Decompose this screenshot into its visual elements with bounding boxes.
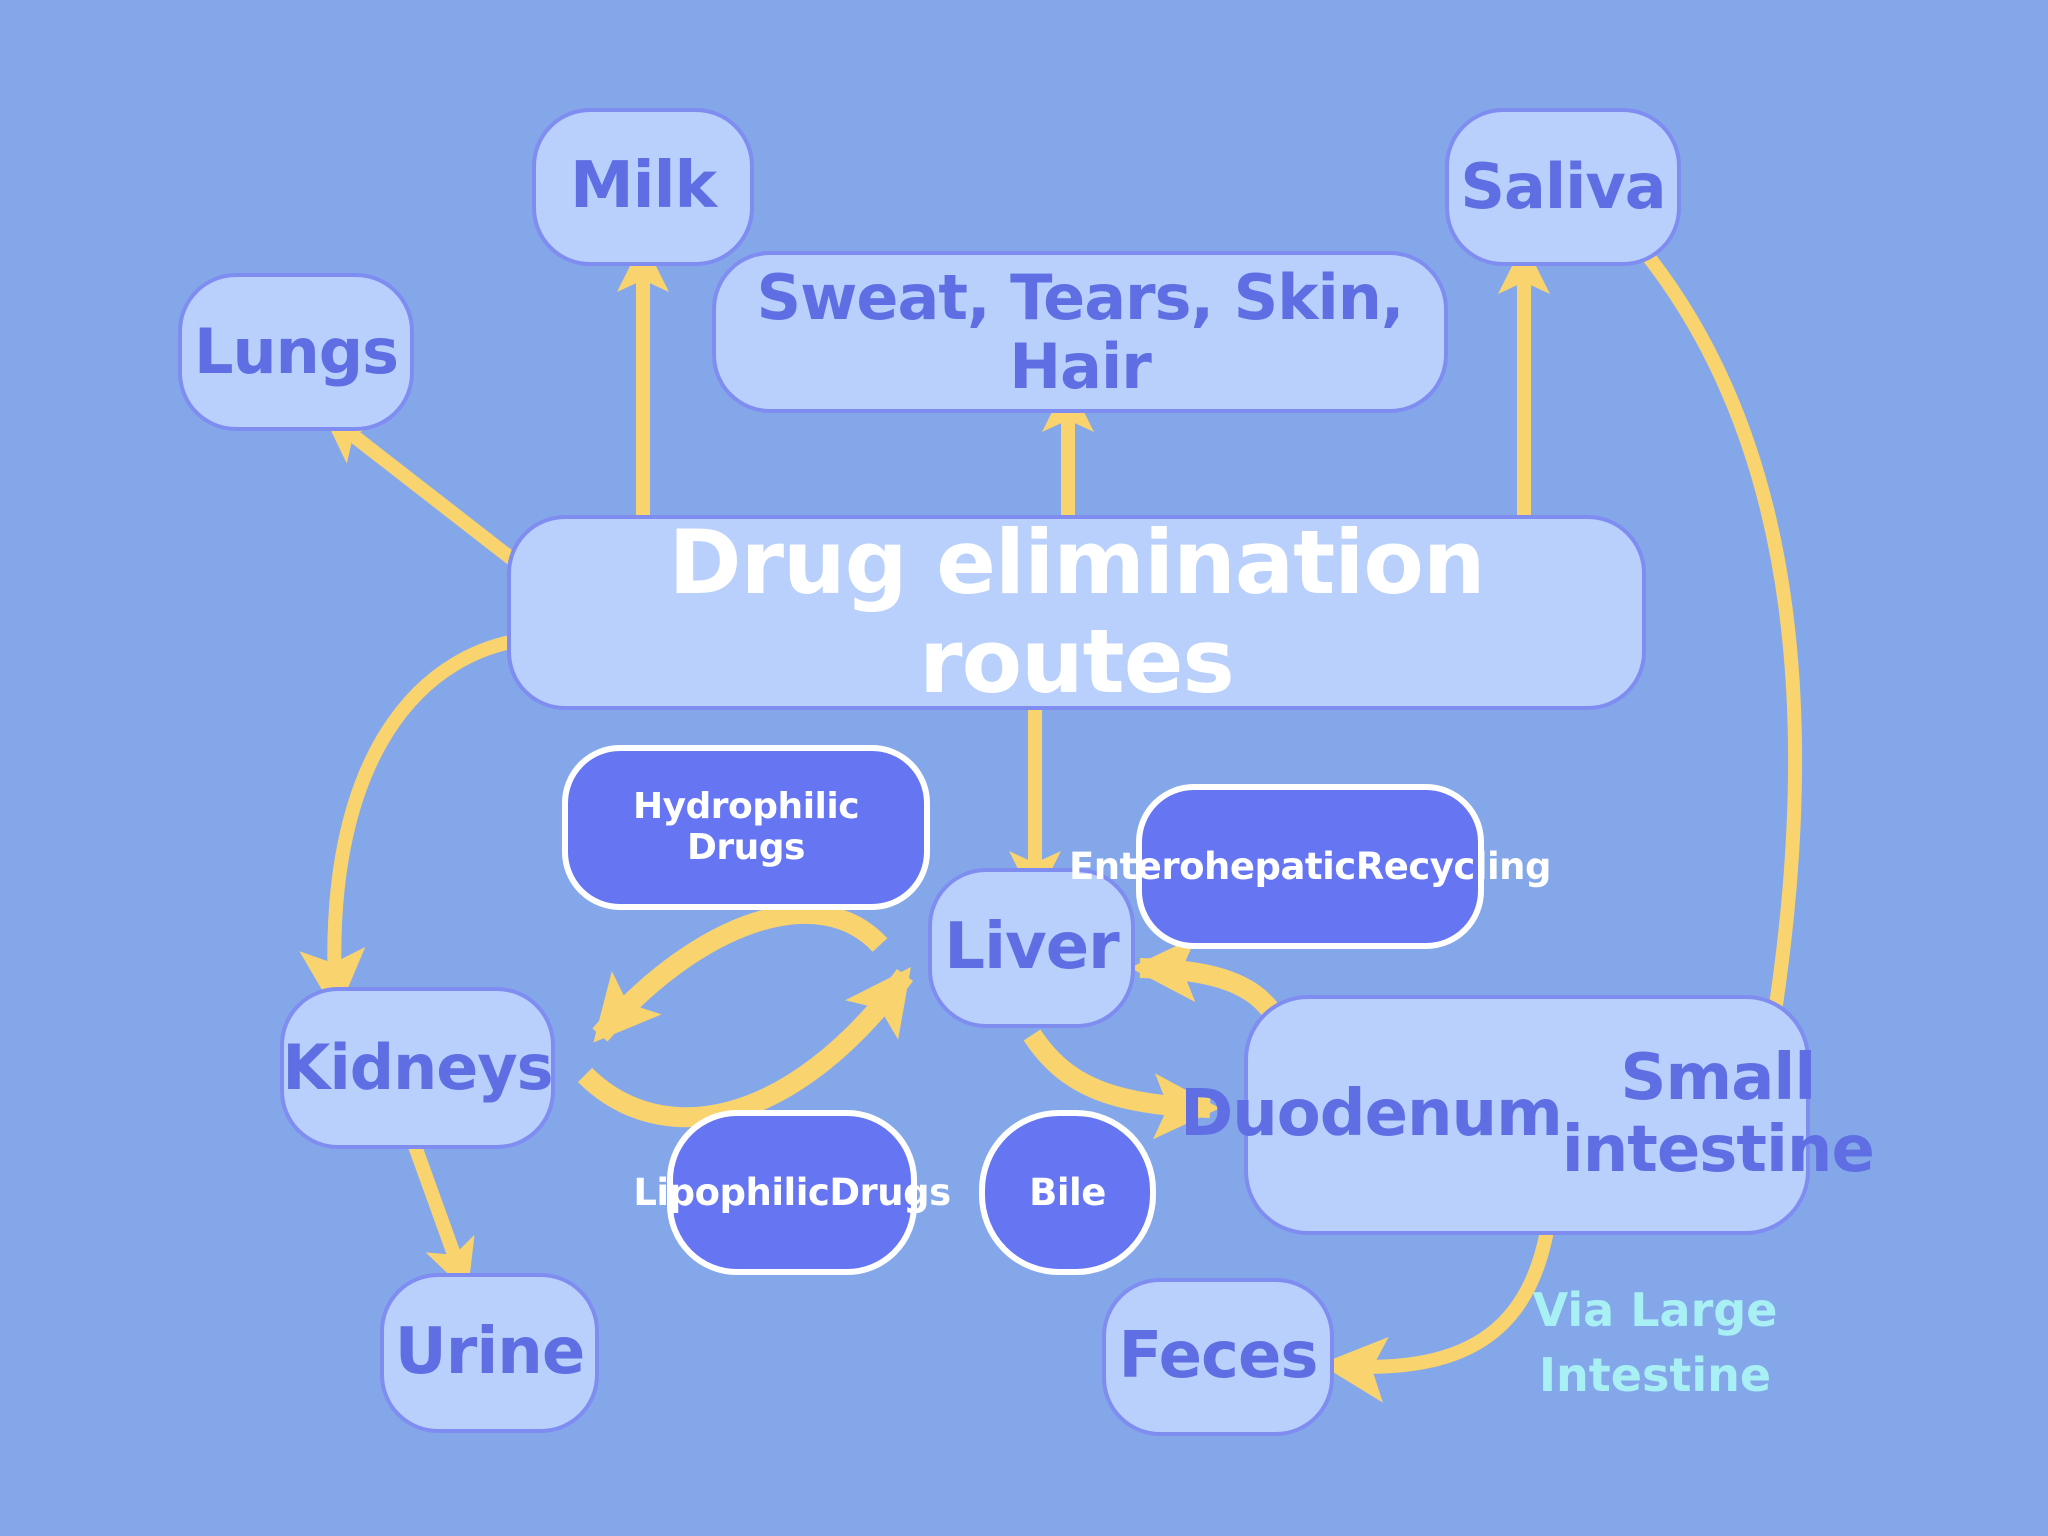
arrow-to-lungs	[321, 410, 535, 579]
via-large-line1: Via Large	[1532, 1283, 1778, 1337]
arrow-kidneys-to-urine	[400, 1121, 475, 1293]
node-duodenum-line2: Small intestine	[1561, 1041, 1875, 1187]
node-urine: Urine	[380, 1273, 599, 1433]
arrow-to-kidneys	[299, 631, 541, 1015]
node-hydrophilic-drugs: Hydrophilic Drugs	[562, 745, 930, 910]
node-lipophilic-drugs: Lipophilic Drugs	[633, 1110, 951, 1275]
node-feces: Feces	[1102, 1278, 1334, 1436]
node-liver: Liver	[928, 868, 1135, 1028]
node-sweat-tears-skin-hair: Sweat, Tears, Skin, Hair	[712, 251, 1448, 413]
arrow-saliva-to-duodenum	[1629, 235, 1803, 1110]
node-drug-elimination-routes: Drug elimination routes	[507, 513, 1646, 710]
node-kidneys: Kidneys	[280, 987, 555, 1149]
node-lipophilic-line1: Lipophilic	[633, 1170, 830, 1214]
via-large-line2: Intestine	[1538, 1348, 1772, 1403]
via-large-intestine-label: Via Large Intestine	[1510, 1278, 1800, 1409]
node-milk: Milk	[532, 108, 754, 266]
arrow-hydrophilic-to-kidneys	[592, 904, 888, 1043]
node-saliva: Saliva	[1445, 108, 1681, 266]
arrow-duodenum-to-feces	[1320, 1212, 1557, 1403]
node-enterohepatic-line1: Enterohepatic	[1068, 844, 1356, 888]
node-duodenum-line1: Duodenum	[1180, 1077, 1563, 1152]
node-enterohepatic-recycling: Enterohepatic Recycling	[1069, 784, 1552, 949]
node-lipophilic-line2: Drugs	[829, 1170, 951, 1214]
node-lungs: Lungs	[178, 273, 414, 431]
node-bile: Bile	[979, 1110, 1156, 1275]
node-enterohepatic-line2: Recycling	[1355, 844, 1552, 888]
node-duodenum-small-intestine: Duodenum Small intestine	[1180, 995, 1875, 1235]
arrow-liver-to-duodenum	[1023, 1029, 1220, 1140]
